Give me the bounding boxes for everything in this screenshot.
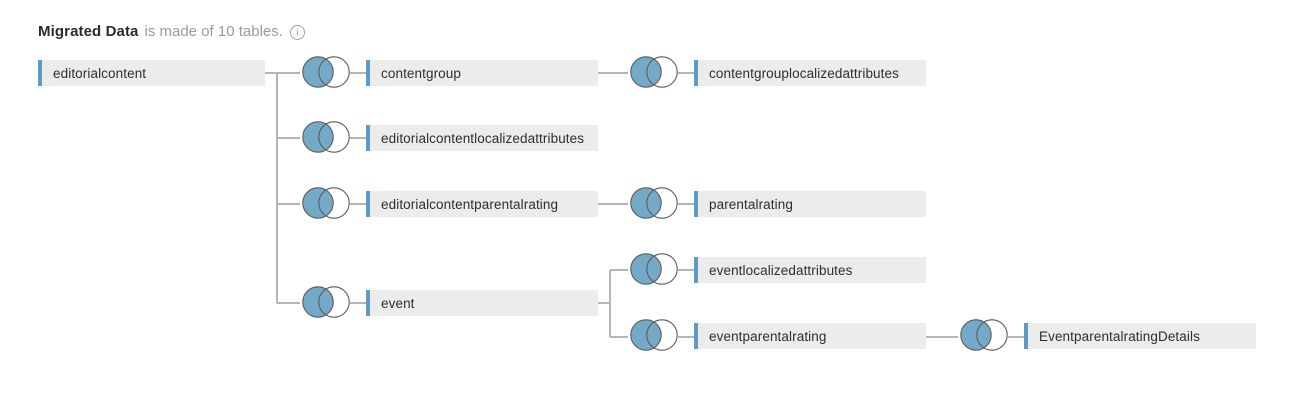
table-label: parentalrating bbox=[709, 196, 793, 212]
page-title: Migrated Data bbox=[38, 22, 139, 40]
panel-header: Migrated Data is made of 10 tables. i bbox=[38, 20, 305, 42]
table-node-contentgrouplocalizedattributes[interactable]: contentgrouplocalizedattributes bbox=[694, 60, 926, 86]
table-label: EventparentalratingDetails bbox=[1039, 328, 1200, 344]
node-accent-bar bbox=[694, 60, 698, 86]
table-label: event bbox=[381, 295, 415, 311]
node-accent-bar bbox=[1024, 323, 1028, 349]
table-label: contentgroup bbox=[381, 65, 462, 81]
table-label: eventparentalrating bbox=[709, 328, 827, 344]
table-node-contentgroup[interactable]: contentgroup bbox=[366, 60, 598, 86]
venn-join-icon[interactable] bbox=[300, 186, 352, 220]
venn-join-icon[interactable] bbox=[300, 285, 352, 319]
table-count-caption: is made of 10 tables. bbox=[144, 22, 283, 40]
table-node-editorialcontentparentalrating[interactable]: editorialcontentparentalrating bbox=[366, 191, 598, 217]
node-accent-bar bbox=[366, 60, 370, 86]
node-accent-bar bbox=[694, 191, 698, 217]
venn-join-icon[interactable] bbox=[628, 55, 680, 89]
table-node-eventparentalratingdetails[interactable]: EventparentalratingDetails bbox=[1024, 323, 1256, 349]
venn-join-icon[interactable] bbox=[300, 120, 352, 154]
node-accent-bar bbox=[366, 191, 370, 217]
table-node-event[interactable]: event bbox=[366, 290, 598, 316]
venn-join-icon[interactable] bbox=[300, 55, 352, 89]
venn-join-icon[interactable] bbox=[628, 186, 680, 220]
table-node-editorialcontentlocalizedattributes[interactable]: editorialcontentlocalizedattributes bbox=[366, 125, 598, 151]
table-node-eventlocalizedattributes[interactable]: eventlocalizedattributes bbox=[694, 257, 926, 283]
venn-join-icon[interactable] bbox=[628, 318, 680, 352]
node-accent-bar bbox=[694, 323, 698, 349]
venn-join-icon[interactable] bbox=[958, 318, 1010, 352]
table-label: contentgrouplocalizedattributes bbox=[709, 65, 899, 81]
node-accent-bar bbox=[38, 60, 42, 86]
info-icon[interactable]: i bbox=[289, 24, 305, 40]
table-node-parentalrating[interactable]: parentalrating bbox=[694, 191, 926, 217]
node-accent-bar bbox=[694, 257, 698, 283]
node-accent-bar bbox=[366, 290, 370, 316]
table-node-editorialcontent[interactable]: editorialcontent bbox=[38, 60, 265, 86]
node-accent-bar bbox=[366, 125, 370, 151]
table-node-eventparentalrating[interactable]: eventparentalrating bbox=[694, 323, 926, 349]
venn-join-icon[interactable] bbox=[628, 252, 680, 286]
table-label: editorialcontentparentalrating bbox=[381, 196, 559, 212]
table-label: editorialcontentlocalizedattributes bbox=[381, 130, 585, 146]
table-label: editorialcontent bbox=[53, 65, 147, 81]
table-label: eventlocalizedattributes bbox=[709, 262, 853, 278]
